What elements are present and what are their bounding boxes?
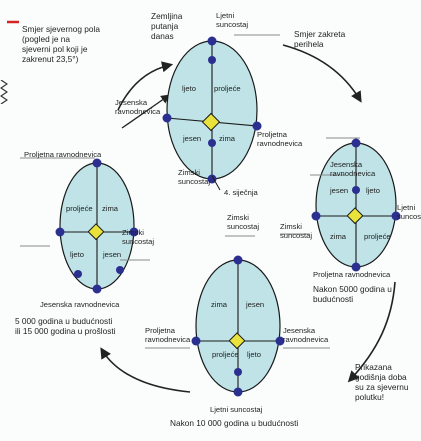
right-spring-equinox-label: Proljetna ravnodnevica	[313, 270, 390, 279]
right-season-q1: jesen	[330, 186, 348, 195]
right-season-q2: ljeto	[366, 186, 380, 195]
left-season-q2: zima	[102, 204, 118, 213]
top-summer-solstice-label: Ljetni suncostaj	[216, 11, 248, 29]
earth-marker	[352, 139, 361, 148]
right-winter-solstice-label: Zimski suncostaj	[280, 222, 312, 240]
orbit-left	[56, 159, 139, 294]
top-season-q2: proljeće	[214, 84, 241, 93]
earth-marker	[93, 285, 102, 294]
right-summer-solstice-label: Ljetni suncostaj	[397, 203, 421, 221]
bottom-spring-equinox-label: Proljetna ravnodnevica	[145, 326, 190, 344]
arrow-top-to-right	[283, 45, 360, 100]
earth-marker	[93, 159, 102, 168]
earth-marker	[352, 186, 360, 194]
top-winter-solstice-label: Zimski suncostaj	[178, 168, 210, 186]
right-autumn-equinox-label: Jesenska ravnodnevica	[330, 160, 375, 178]
earth-marker	[234, 256, 243, 265]
left-autumn-equinox-label: Jesenska ravnodnevica	[40, 300, 119, 309]
top-january-4-label: 4. siječnja	[224, 188, 258, 197]
right-season-q4: proljeće	[364, 232, 391, 241]
axis-direction-label: Smjer sjevernog pola (pogled je na sjeve…	[22, 24, 100, 64]
bottom-orbit-caption: Nakon 10 000 godina u budućnosti	[170, 418, 298, 428]
earth-marker	[56, 228, 65, 237]
bottom-season-q4: ljeto	[247, 350, 261, 359]
bottom-season-q2: jesen	[246, 300, 264, 309]
orbit-top	[163, 37, 262, 191]
top-september-equinox-label: Proljetna ravnodnevica	[257, 130, 302, 148]
left-winter-solstice-label: Zimski suncostaj	[122, 228, 154, 246]
top-season-q3: jesen	[183, 134, 201, 143]
top-season-q1: ljeto	[182, 84, 196, 93]
top-season-q4: zima	[219, 134, 235, 143]
earth-marker	[74, 270, 82, 278]
earth-marker	[163, 114, 172, 123]
left-spring-equinox-label: Proljetna ravnodnevica	[24, 150, 101, 159]
bottom-summer-solstice-label: Ljetni suncostaj	[210, 405, 262, 414]
earth-marker	[208, 56, 216, 64]
bottom-winter-solstice-label: Zimski suncostaj	[227, 213, 259, 231]
earth-marker	[234, 388, 243, 397]
orbit-bottom	[192, 256, 285, 397]
right-orbit-caption: Nakon 5000 godina u budućnosti	[313, 284, 392, 304]
arrow-bottom-to-left	[102, 350, 190, 392]
top-march-equinox-label: Jesenska ravnodnevica	[115, 98, 160, 116]
perihelion-direction-label: Smjer zakreta perihela	[294, 29, 345, 49]
right-season-q3: zima	[330, 232, 346, 241]
left-season-q1: proljeće	[66, 204, 93, 213]
orbit-right	[312, 139, 401, 272]
earth-marker	[234, 368, 242, 376]
left-season-q4: jesen	[103, 250, 121, 259]
earth-orbit-label: Zemljina putanja danas	[151, 11, 182, 41]
bottom-autumn-equinox-label: Jesenska ravnodnevica	[283, 326, 328, 344]
earth-marker	[208, 139, 216, 147]
shown-seasons-note: Prikazana godišnja doba su za sjevernu p…	[355, 362, 409, 402]
earth-marker	[192, 337, 201, 346]
left-orbit-caption: 5 000 godina u budućnosti ili 15 000 god…	[15, 316, 116, 336]
bottom-season-q3: proljeće	[212, 350, 239, 359]
earth-marker	[208, 37, 217, 46]
earth-marker	[116, 266, 124, 274]
earth-marker	[312, 212, 321, 221]
left-season-q3: ljeto	[70, 250, 84, 259]
bottom-season-q1: zima	[211, 300, 227, 309]
binding-edge	[0, 80, 8, 104]
